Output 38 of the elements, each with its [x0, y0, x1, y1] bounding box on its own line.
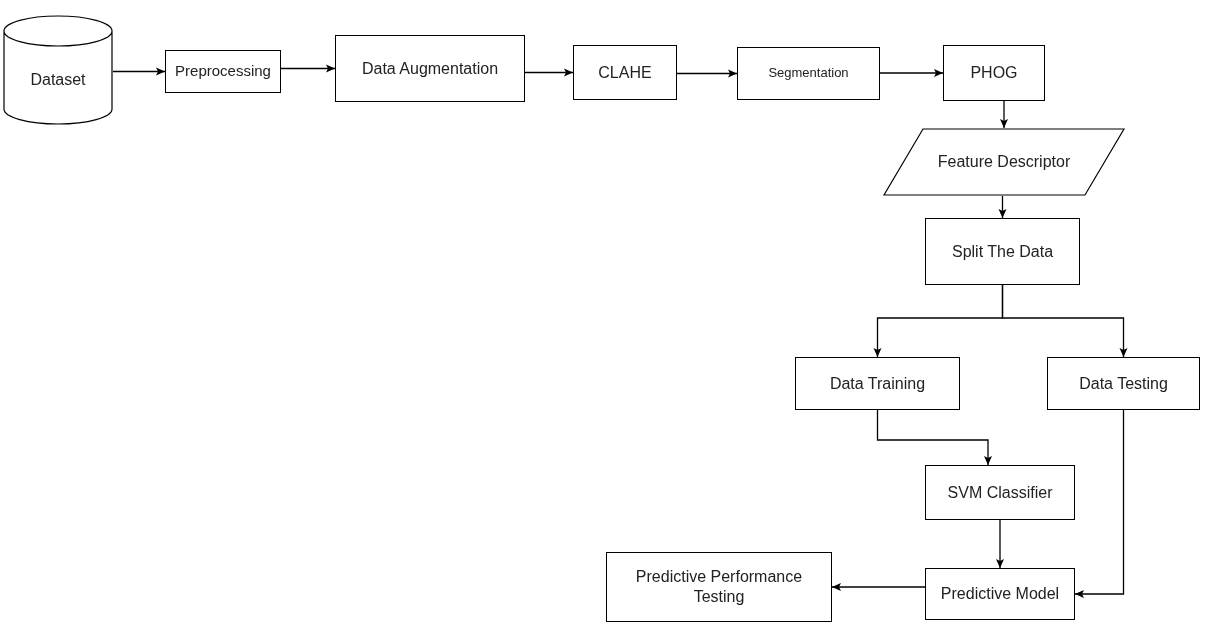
arrow [1001, 284, 1128, 358]
process-box [925, 218, 1080, 285]
arrow [831, 583, 926, 591]
node-label: Split The Data [950, 241, 1055, 262]
process-box [795, 357, 960, 410]
arrow [996, 519, 1004, 569]
node-label: Dataset [29, 70, 87, 90]
arrow [676, 69, 738, 78]
process-box [606, 552, 832, 622]
arrow [280, 64, 336, 73]
process-box [573, 45, 677, 100]
node-label: SVM Classifier [946, 482, 1054, 503]
node-label: Predictive Performance Testing [634, 567, 804, 607]
node-label: Feature Descriptor [936, 152, 1072, 172]
data-parallelogram [883, 128, 1125, 196]
node-label: CLAHE [597, 62, 653, 83]
process-box [925, 568, 1075, 620]
database-cylinder [3, 15, 113, 125]
arrow [1074, 409, 1125, 598]
arrow [112, 67, 166, 76]
arrow [524, 68, 574, 77]
node-label: Data Testing [1078, 373, 1169, 394]
node-label: Segmentation [767, 65, 850, 82]
process-box [1047, 357, 1200, 410]
process-box [165, 50, 281, 93]
arrow [876, 409, 992, 466]
process-box [335, 35, 525, 102]
process-box [925, 465, 1075, 520]
arrow [879, 69, 944, 77]
node-label: Predictive Model [939, 584, 1061, 604]
arrow [998, 195, 1007, 219]
process-box [943, 45, 1045, 101]
node-label: PHOG [969, 63, 1019, 83]
process-box [737, 47, 880, 100]
arrow [1000, 100, 1008, 129]
node-label: Preprocessing [174, 62, 272, 81]
node-label: Data Augmentation [360, 58, 500, 79]
node-label: Data Training [828, 373, 927, 394]
